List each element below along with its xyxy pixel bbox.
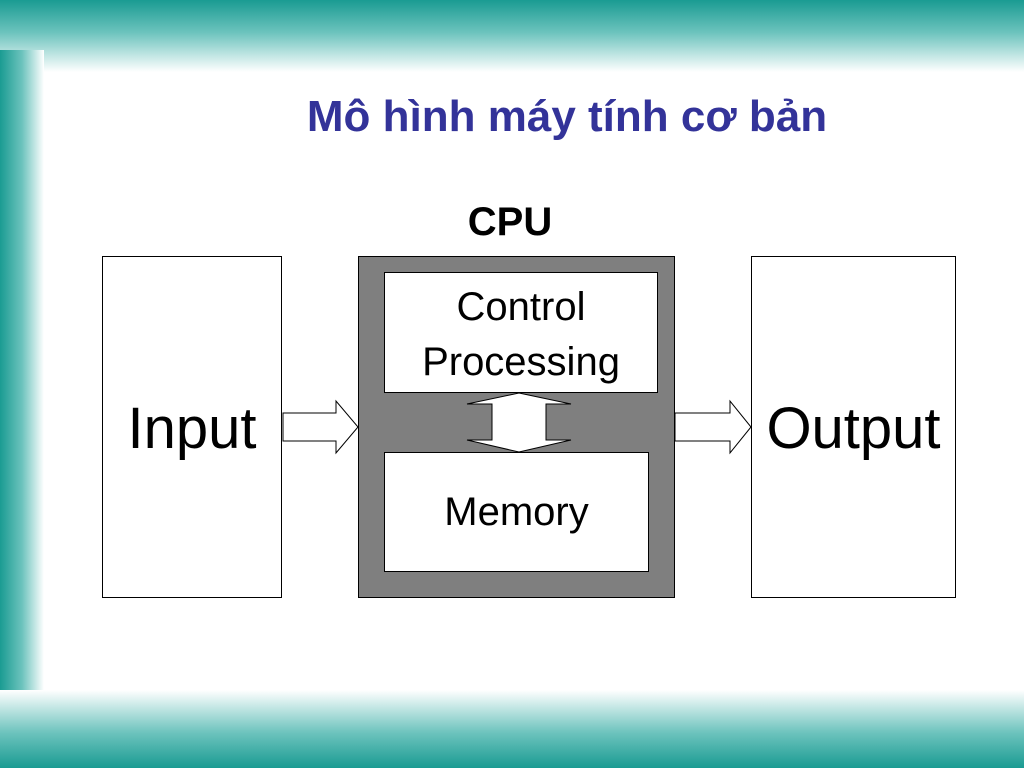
cpu-to-output-arrow [674, 399, 752, 455]
output-box [751, 256, 956, 598]
input-label: Input [127, 396, 257, 461]
bottom-gradient-band [0, 690, 1024, 768]
control-label: Control [456, 285, 586, 329]
cpu-label: CPU [467, 200, 553, 244]
slide-title: Mô hình máy tính cơ bản [306, 92, 828, 141]
left-gradient-band [0, 50, 44, 718]
memory-box [384, 452, 649, 572]
output-label: Output [766, 396, 941, 461]
memory-label: Memory [444, 490, 589, 534]
input-box [102, 256, 282, 598]
top-gradient-band [0, 0, 1024, 72]
input-to-cpu-arrow [282, 399, 359, 455]
processing-label: Processing [422, 340, 620, 384]
